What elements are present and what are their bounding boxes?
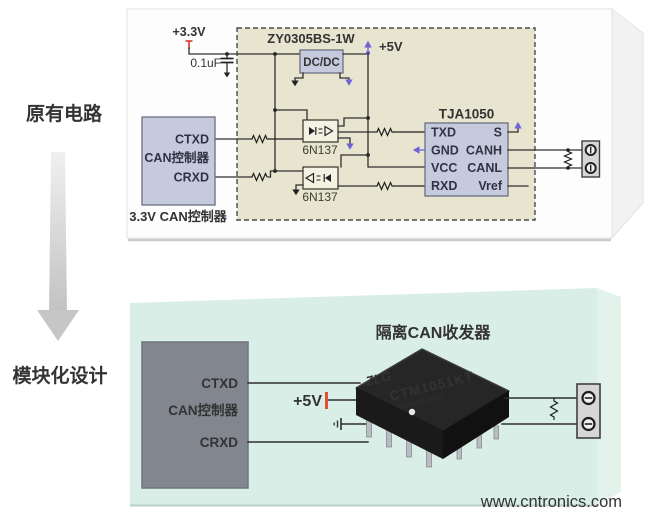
label-5v: +5V bbox=[293, 393, 322, 410]
label-opto-bottom: 6N137 bbox=[302, 190, 338, 204]
dcdc-module: ZY0305BS-1W DC/DC bbox=[267, 31, 355, 87]
pin-crxd: CRXD bbox=[200, 435, 239, 450]
resistor bbox=[376, 180, 425, 192]
bottom-wiring-right bbox=[501, 383, 601, 439]
controller-name: CAN控制器 bbox=[168, 402, 238, 418]
power-pin-icon-5v bbox=[364, 40, 372, 48]
terminal-connector-bottom bbox=[576, 383, 601, 439]
can-controller-block-bottom: CTXD CAN控制器 CRXD bbox=[141, 341, 249, 489]
controller-caption: 3.3V CAN控制器 bbox=[129, 209, 228, 224]
label-original-circuit: 原有电路 bbox=[26, 102, 103, 125]
pin-ctxd: CTXD bbox=[201, 376, 238, 391]
termination-resistor bbox=[562, 150, 574, 168]
pin-s: S bbox=[494, 126, 502, 140]
down-arrow-icon bbox=[37, 152, 79, 341]
terminal-connector-top bbox=[581, 140, 601, 178]
resistor bbox=[251, 171, 268, 183]
optocoupler-symbol bbox=[304, 172, 331, 184]
label-opto-top: 6N137 bbox=[302, 143, 338, 157]
ground-icon bbox=[292, 189, 300, 196]
label-tja1050: TJA1050 bbox=[439, 107, 495, 122]
supply-5v: +5V bbox=[340, 39, 426, 168]
pin-ctxd: CTXD bbox=[175, 133, 209, 147]
controller-name: CAN控制器 bbox=[144, 150, 209, 165]
ground-icon bbox=[291, 80, 299, 87]
pin-canl: CANL bbox=[467, 161, 502, 175]
pin-crxd: CRXD bbox=[174, 171, 209, 185]
resistor bbox=[251, 133, 303, 145]
rail-3v3-vertical bbox=[273, 53, 308, 173]
pin-rxd: RXD bbox=[431, 179, 457, 193]
module-brand-logo: ZLG bbox=[363, 368, 393, 389]
label-dcdc: DC/DC bbox=[303, 57, 339, 69]
label-cap-value: 0.1uF bbox=[190, 56, 221, 70]
label-5v: +5V bbox=[379, 39, 403, 54]
net-marker-left-icon bbox=[412, 146, 420, 154]
isolated-ground-icon bbox=[346, 143, 354, 150]
net-marker-up-icon bbox=[514, 121, 522, 129]
pin-gnd: GND bbox=[431, 144, 459, 158]
watermark: www.cntronics.com bbox=[480, 493, 622, 511]
tja1050-block: TJA1050 TXD GND VCC RXD S CANH CANL Vref bbox=[412, 107, 529, 197]
pin-vref: Vref bbox=[478, 179, 502, 193]
can-controller-block-top: CTXD CAN控制器 CRXD 3.3V CAN控制器 bbox=[129, 116, 228, 224]
pin-vcc: VCC bbox=[431, 161, 457, 175]
ground-icon bbox=[333, 418, 342, 430]
label-3v3: +3.3V bbox=[172, 25, 206, 39]
pin-canh: CANH bbox=[466, 144, 502, 158]
termination-resistor bbox=[549, 398, 559, 420]
module-caption: 隔离CAN收发器 bbox=[376, 323, 492, 342]
pin1-dot bbox=[408, 408, 416, 416]
can-bus-top bbox=[507, 140, 601, 178]
optocoupler-top: 6N137 bbox=[214, 117, 425, 157]
pin-txd: TXD bbox=[431, 126, 456, 140]
ctm1051kt-module: 隔离CAN收发器 ZLG CTM1051KT 150626M10101 bbox=[354, 323, 511, 468]
isolated-ground-icon bbox=[345, 79, 353, 86]
supply-3v3: +3.3V bbox=[172, 25, 301, 56]
resistor bbox=[376, 126, 425, 138]
optocoupler-symbol bbox=[309, 125, 334, 137]
label-dcdc-part: ZY0305BS-1W bbox=[267, 31, 355, 46]
ground-arrow-icon bbox=[223, 72, 231, 78]
optocoupler-bottom: 6N137 bbox=[214, 166, 425, 204]
label-modular-design: 模块化设计 bbox=[12, 364, 107, 387]
decoupling-capacitor: 0.1uF bbox=[190, 53, 234, 78]
